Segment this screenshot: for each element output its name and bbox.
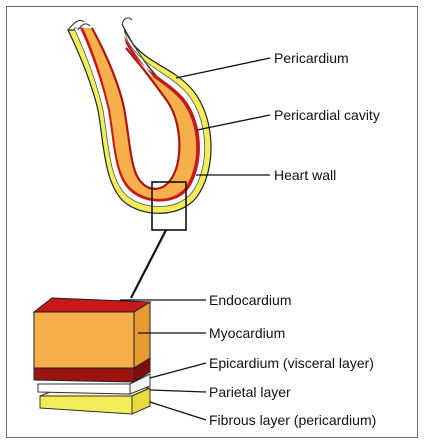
leader-fibrous-layer	[150, 402, 206, 420]
layer-block	[34, 298, 150, 414]
heart-illustration	[68, 18, 211, 213]
label-pericardial-cavity: Pericardial cavity	[274, 107, 380, 123]
label-fibrous-layer: Fibrous layer (pericardium)	[209, 412, 376, 428]
label-pericardium: Pericardium	[274, 50, 349, 66]
epicardium-front	[34, 368, 134, 382]
leader-pericardium	[176, 58, 270, 78]
label-epicardium: Epicardium (visceral layer)	[209, 355, 374, 371]
zoom-connector	[131, 230, 166, 298]
label-parietal-layer: Parietal layer	[209, 384, 291, 400]
leader-epicardium	[150, 363, 206, 378]
leader-parietal-layer	[150, 390, 206, 392]
vessel-right	[122, 18, 132, 24]
parietal-layer-front	[38, 384, 130, 394]
myocardium-front	[34, 312, 134, 368]
label-myocardium: Myocardium	[209, 325, 285, 341]
myocardium-side	[134, 302, 150, 368]
fibrous-layer-front	[40, 396, 132, 414]
label-heart-wall: Heart wall	[274, 167, 336, 183]
label-endocardium: Endocardium	[209, 292, 292, 308]
